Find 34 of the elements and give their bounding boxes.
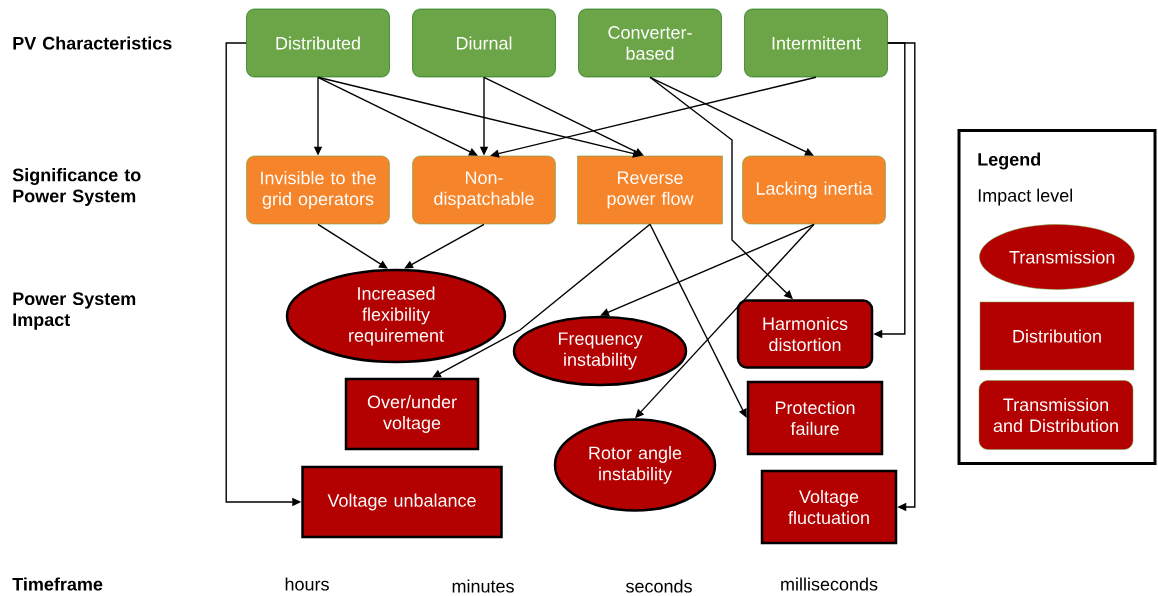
arrow — [600, 223, 815, 317]
legend-sample-box: Transmission and Distribution — [978, 380, 1134, 450]
significance-box: Invisible to the grid operators — [246, 155, 390, 225]
significance-box: Reverse power flow — [577, 155, 723, 225]
characteristic-box: Diurnal — [412, 8, 556, 78]
timeframe-label: seconds — [626, 579, 692, 593]
significance-box: Non-dispatchable — [412, 155, 556, 225]
arrow — [432, 223, 651, 378]
impact-box: Voltage fluctuation — [760, 469, 898, 545]
impact-box: Harmonics distortion — [736, 299, 874, 369]
row-heading: Timeframe — [12, 577, 103, 591]
arrow — [887, 42, 916, 512]
row-heading: Significance to Power System — [12, 168, 141, 206]
row-heading: PV Characteristics — [13, 36, 172, 50]
arrow — [404, 223, 485, 269]
impact-box: Over/under voltage — [344, 377, 480, 451]
row-heading: Power System Impact — [13, 292, 136, 330]
significance-box: Lacking inertia — [742, 155, 886, 225]
arrow — [317, 76, 478, 156]
characteristic-box: Distributed — [246, 8, 390, 78]
timeframe-label: hours — [285, 577, 329, 591]
characteristic-box: Converter-based — [578, 8, 722, 78]
arrow — [317, 223, 388, 269]
legend-sample-box: Distribution — [979, 301, 1135, 371]
legend-title: Legend — [978, 152, 1041, 170]
characteristic-box: Intermittent — [744, 8, 888, 78]
arrow — [649, 76, 814, 156]
impact-box: Voltage unbalance — [301, 465, 503, 539]
timeframe-label: minutes — [452, 579, 514, 593]
legend-subtitle: Impact level — [978, 188, 1072, 206]
timeframe-label: milliseconds — [781, 577, 878, 591]
impact-box: Protection failure — [746, 380, 884, 456]
arrow — [483, 76, 644, 156]
arrow — [649, 223, 747, 418]
